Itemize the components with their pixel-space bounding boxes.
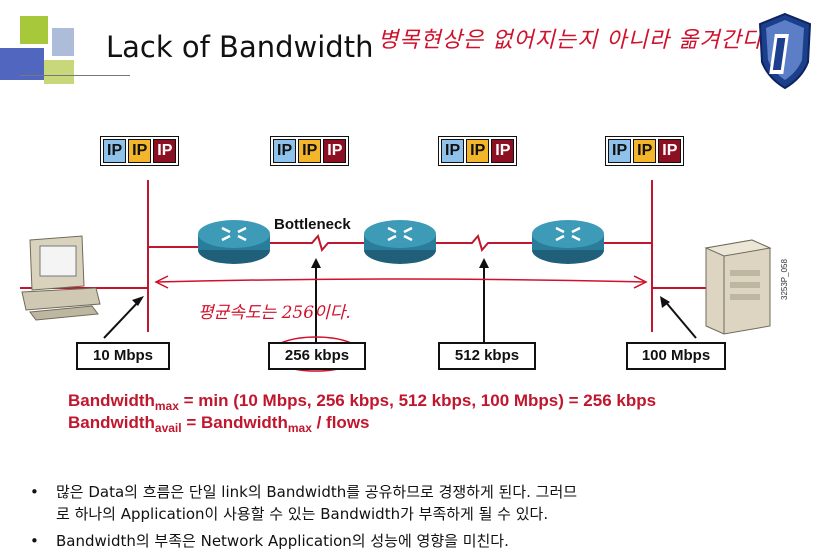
speed-box-100mbps: 100 Mbps	[626, 342, 726, 370]
arrow-10mbps	[103, 299, 141, 339]
packet-2-header-1: IP	[273, 139, 297, 163]
packet-4-header-3: IP	[658, 139, 682, 163]
bullet-item-2: • Bandwidth의 부족은 Network Application의 성능…	[30, 530, 810, 552]
figure-id: 3253P_058	[780, 259, 789, 300]
bullet-2-line-1: Bandwidth의 부족은 Network Application의 성능에 …	[56, 532, 509, 550]
packet-3-header-2: IP	[466, 139, 490, 163]
server-icon	[704, 239, 772, 335]
page-title: Lack of Bandwidth	[106, 30, 374, 64]
handwritten-title-note: 병목현상은 없어지는지 아니라 옮겨간다	[378, 28, 764, 53]
packet-4-header-2: IP	[633, 139, 657, 163]
bottleneck-link	[268, 233, 366, 253]
packet-1-header-1: IP	[103, 139, 127, 163]
handwritten-double-arrow	[155, 278, 647, 283]
formula-bandwidth-max: Bandwidthmax = min (10 Mbps, 256 kbps, 5…	[68, 391, 656, 413]
network-diagram	[20, 180, 772, 372]
router-icon-1	[198, 220, 270, 264]
speed-box-512kbps: 512 kbps	[438, 342, 536, 370]
bullet-dot-icon: •	[30, 532, 39, 550]
bullet-item-1: • 많은 Data의 흐름은 단일 link의 Bandwidth를 공유하므로…	[30, 481, 810, 525]
bottleneck-label: Bottleneck	[274, 216, 351, 233]
workstation-icon	[21, 235, 101, 321]
corner-square-green	[20, 16, 48, 44]
packet-1-header-2: IP	[128, 139, 152, 163]
packet-2-header-3: IP	[323, 139, 347, 163]
packet-3: IP IP IP	[438, 136, 518, 166]
link-512	[436, 233, 534, 253]
packet-1-header-3: IP	[153, 139, 177, 163]
router-icon-3	[532, 220, 604, 264]
packet-4: IP IP IP	[605, 136, 685, 166]
formula-2-sub2: max	[287, 421, 312, 435]
packet-4-header-1: IP	[608, 139, 632, 163]
formula-1-rest: = min (10 Mbps, 256 kbps, 512 kbps, 100 …	[178, 391, 657, 410]
bullet-1-line-2: 로 하나의 Application이 사용할 수 있는 Bandwidth가 부…	[56, 505, 549, 523]
corner-square-steel	[52, 28, 74, 56]
handwritten-avg-note: 평균속도는 256이다.	[198, 303, 351, 323]
formula-2-sub: avail	[154, 421, 182, 435]
bullet-dot-icon: •	[30, 483, 39, 501]
formula-bandwidth-avail: Bandwidthavail = Bandwidthmax / flows	[68, 413, 370, 435]
formula-2-rest: / flows	[311, 413, 370, 432]
formula-1-term: Bandwidth	[68, 391, 155, 410]
shield-logo-icon	[758, 12, 812, 90]
corner-square-olive	[44, 60, 74, 84]
arrow-100mbps	[663, 299, 697, 339]
speed-box-10mbps: 10 Mbps	[76, 342, 170, 370]
formula-2-term: Bandwidth	[68, 413, 155, 432]
bullet-1-line-1: 많은 Data의 흐름은 단일 link의 Bandwidth를 공유하므로 경…	[56, 483, 578, 501]
packet-2: IP IP IP	[270, 136, 350, 166]
speed-box-256kbps: 256 kbps	[268, 342, 366, 370]
packet-2-header-2: IP	[298, 139, 322, 163]
formula-2-mid: = Bandwidth	[181, 413, 288, 432]
router-icon-2	[364, 220, 436, 264]
packet-3-header-1: IP	[441, 139, 465, 163]
packet-3-header-3: IP	[491, 139, 515, 163]
formula-1-sub: max	[154, 399, 179, 413]
title-rule	[20, 75, 130, 76]
packet-1: IP IP IP	[100, 136, 180, 166]
corner-square-blue	[0, 48, 44, 80]
